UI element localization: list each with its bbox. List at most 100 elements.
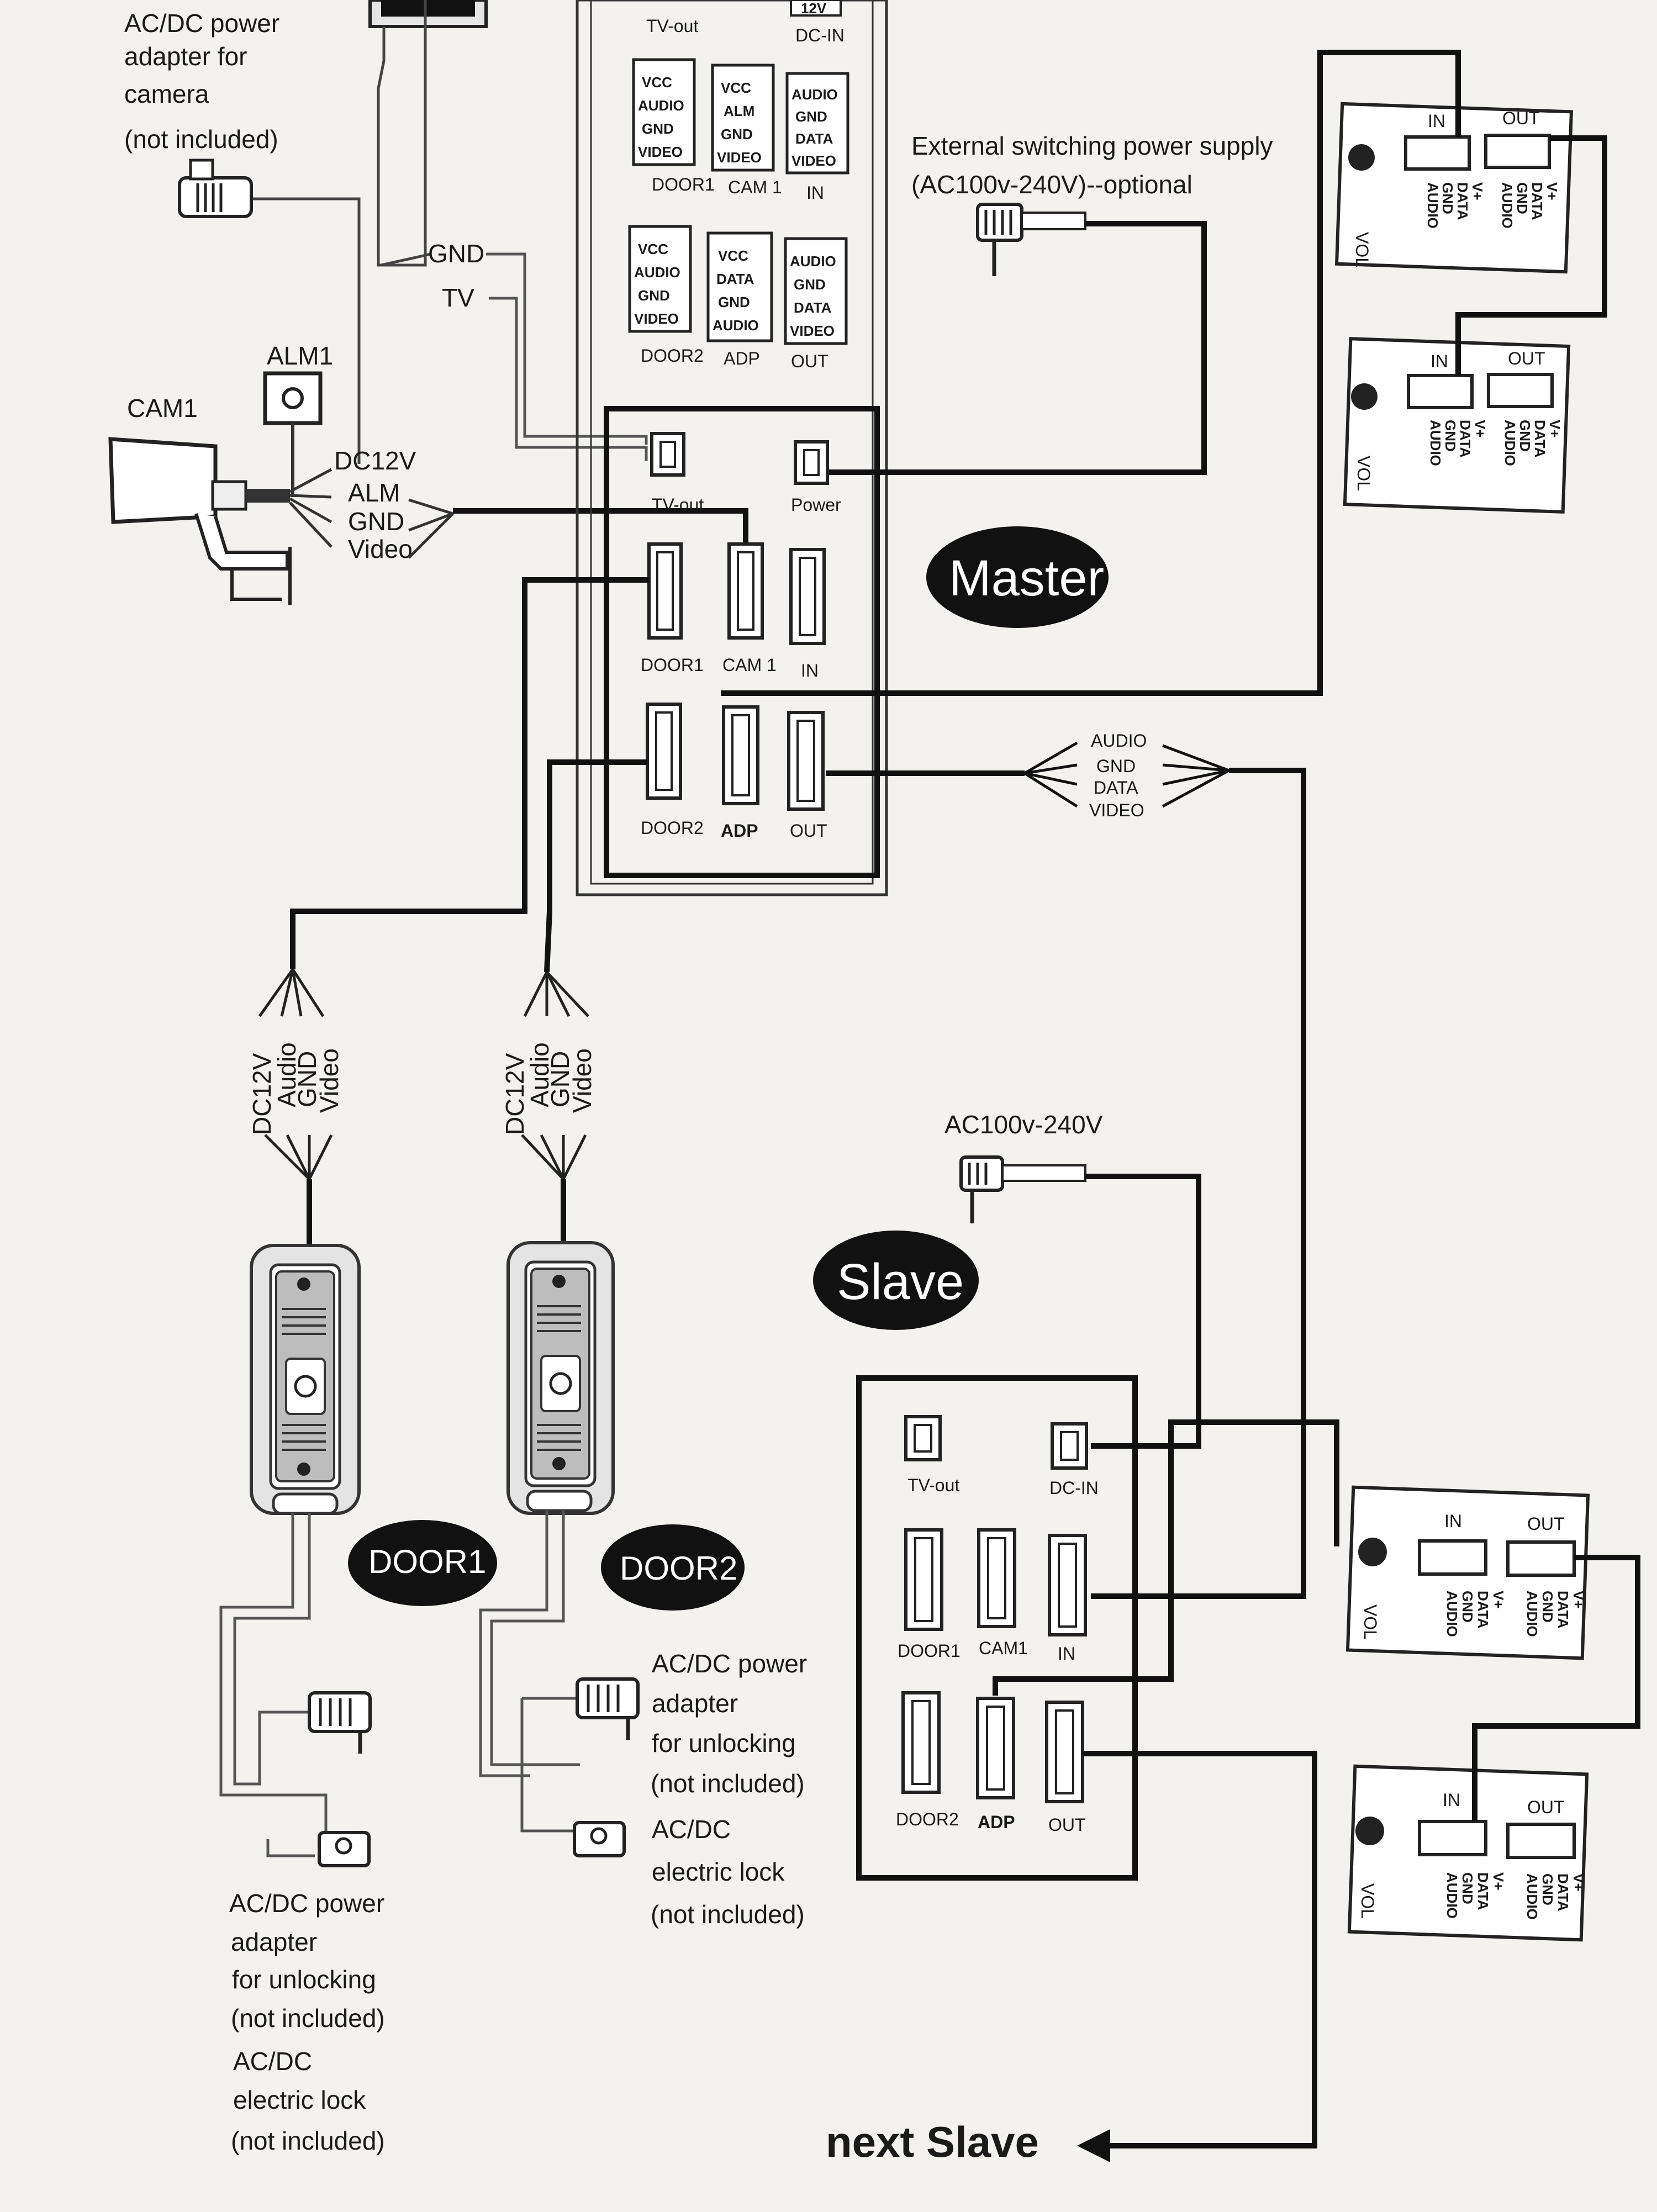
slave-port-in: IN xyxy=(1048,1534,1087,1664)
svg-text:DOOR2: DOOR2 xyxy=(896,1809,959,1829)
svg-text:VOL: VOL xyxy=(1358,1883,1378,1919)
slave-port-door2: DOOR2 xyxy=(896,1691,959,1829)
top-block-door1: VCC AUDIO GND VIDEO DOOR1 xyxy=(632,58,715,194)
svg-text:GND: GND xyxy=(638,287,670,304)
slave-ac-label: AC100v-240V xyxy=(944,1110,1103,1139)
master-port-cam1: CAM 1 xyxy=(722,542,777,675)
svg-text:DOOR1: DOOR1 xyxy=(368,1543,486,1580)
svg-text:DATA: DATA xyxy=(1475,1591,1491,1629)
svg-text:VIDEO: VIDEO xyxy=(791,152,836,169)
svg-text:GND: GND xyxy=(1442,420,1459,452)
power-cable xyxy=(828,221,1207,475)
svg-text:DATA: DATA xyxy=(1532,420,1548,458)
door1-wire-fan-bottom xyxy=(264,1134,333,1180)
door2-badge: DOOR2 xyxy=(601,1524,745,1611)
tv-monitor xyxy=(368,0,488,28)
master-port-power: Power xyxy=(791,440,841,515)
unlock-right-3: for unlocking xyxy=(652,1729,796,1757)
door1-badge: DOOR1 xyxy=(348,1520,497,1606)
svg-text:AUDIO: AUDIO xyxy=(1424,182,1441,229)
svg-text:OUT: OUT xyxy=(791,351,828,371)
svg-text:GND: GND xyxy=(794,276,826,293)
door1-wire-audio: Audio xyxy=(272,1042,301,1107)
svg-text:IN: IN xyxy=(801,661,819,680)
svg-text:DATA: DATA xyxy=(1475,1872,1491,1910)
cam-wire-video: Video xyxy=(348,535,413,563)
svg-text:IN: IN xyxy=(1058,1644,1075,1664)
door2-lock-wire-b xyxy=(490,1511,580,1766)
svg-text:OUT: OUT xyxy=(1048,1815,1086,1835)
unlock-left-1: AC/DC power xyxy=(229,1889,384,1918)
slave-port-cam1: CAM1 xyxy=(977,1528,1028,1658)
svg-text:DATA: DATA xyxy=(1454,182,1471,220)
dc-badge xyxy=(790,0,842,17)
door1-wire-gnd: GND xyxy=(293,1051,321,1107)
svg-text:OUT: OUT xyxy=(1527,1514,1565,1534)
door2-lock-wire-d xyxy=(520,1698,574,1833)
svg-text:VCC: VCC xyxy=(642,74,672,91)
slave-power-cable xyxy=(1085,1174,1201,1449)
svg-text:AUDIO: AUDIO xyxy=(791,86,838,103)
svg-text:AUDIO: AUDIO xyxy=(1502,420,1518,466)
bus-wire-video: VIDEO xyxy=(1089,800,1144,820)
next-slave-label: next Slave xyxy=(826,2118,1039,2166)
cam-power-label-4: (not included) xyxy=(124,125,278,154)
svg-text:AUDIO: AUDIO xyxy=(1499,182,1516,229)
top-block-door2: VCC AUDIO GND VIDEO DOOR2 xyxy=(628,225,704,366)
dc-badge-text: 12V xyxy=(801,0,827,17)
svg-text:DATA: DATA xyxy=(1555,1591,1571,1629)
svg-text:DATA: DATA xyxy=(1529,182,1545,220)
master-port-tv-out: TV-out xyxy=(650,432,704,515)
svg-text:OUT: OUT xyxy=(790,821,827,841)
master-port-in: IN xyxy=(789,548,826,680)
door2-cable xyxy=(544,759,647,973)
door2-unlock-adapter-icon xyxy=(576,1677,640,1740)
slave-badge: Slave xyxy=(813,1231,979,1330)
cam-wire-gnd: GND xyxy=(348,507,404,536)
door2-wire-gnd: GND xyxy=(546,1051,574,1107)
svg-text:DOOR2: DOOR2 xyxy=(641,346,704,366)
svg-text:IN: IN xyxy=(1431,351,1448,371)
svg-text:GND: GND xyxy=(1539,1591,1556,1623)
ext-module-3: VOL IN OUT AUDIO GND DATA V+ AUDIO GND D… xyxy=(1345,1485,1590,1660)
bus-fan-left xyxy=(1023,741,1078,808)
camera-icon xyxy=(108,437,292,605)
svg-text:AUDIO: AUDIO xyxy=(1444,1591,1460,1637)
svg-text:GND: GND xyxy=(718,294,750,310)
slave-port-door1: DOOR1 xyxy=(898,1528,961,1661)
door1-lock-wire-c xyxy=(266,1839,315,1857)
svg-text:OUT: OUT xyxy=(1502,108,1540,128)
cam-wire-dc12v: DC12V xyxy=(334,446,416,475)
svg-text:AUDIO: AUDIO xyxy=(713,317,759,334)
master-adp-to-ext1 xyxy=(721,50,1461,696)
bus-wire-gnd: GND xyxy=(1096,756,1136,776)
svg-text:DATA: DATA xyxy=(1555,1873,1571,1912)
cam1-bus-cable xyxy=(453,508,748,544)
svg-text:GND: GND xyxy=(1439,182,1456,214)
svg-text:VOL: VOL xyxy=(1360,1604,1380,1640)
ext-module-1: VOL IN OUT AUDIO GND DATA V+ AUDIO GND D… xyxy=(1334,102,1574,274)
svg-text:VIDEO: VIDEO xyxy=(717,149,762,166)
master-port-door2: DOOR2 xyxy=(641,703,704,838)
svg-text:Power: Power xyxy=(791,495,841,515)
cam-wire-fan xyxy=(408,498,454,559)
svg-text:TV-out: TV-out xyxy=(907,1475,959,1495)
cam-power-label-3: camera xyxy=(124,80,209,108)
svg-text:Master: Master xyxy=(949,550,1104,606)
svg-text:ADP: ADP xyxy=(978,1812,1015,1832)
svg-text:IN: IN xyxy=(1428,111,1445,131)
alarm-sensor-icon xyxy=(263,371,323,497)
cam-dc-wire xyxy=(289,468,333,493)
svg-text:VOL: VOL xyxy=(1352,232,1372,267)
svg-text:AUDIO: AUDIO xyxy=(1444,1872,1460,1919)
svg-text:VOL: VOL xyxy=(1354,456,1374,491)
svg-text:GND: GND xyxy=(721,126,753,142)
slave-port-dc-in: DC-IN xyxy=(1049,1422,1099,1498)
svg-text:VIDEO: VIDEO xyxy=(634,310,679,327)
slave-port-adp: ADP xyxy=(976,1697,1015,1832)
unlock-right-2: adapter xyxy=(652,1689,738,1718)
svg-text:VCC: VCC xyxy=(721,80,751,96)
ext3-to-ext4 xyxy=(1472,1555,1640,1822)
door1-cable xyxy=(290,577,649,969)
svg-text:AUDIO: AUDIO xyxy=(1524,1591,1540,1637)
